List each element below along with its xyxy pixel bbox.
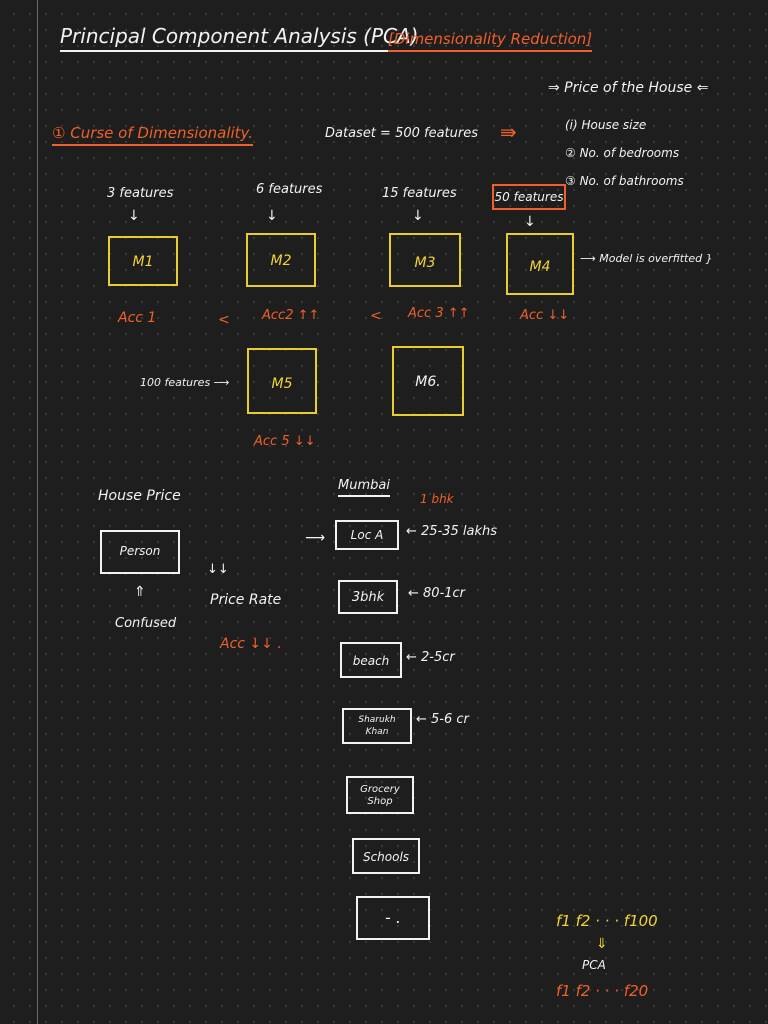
price-rate-label: Price Rate — [210, 592, 282, 608]
house-feature-item: (i) House size — [565, 118, 647, 132]
mumbai-item-price: ← 2-5cr — [406, 650, 455, 665]
model-name: M5 — [271, 376, 293, 392]
price-accuracy: Acc ↓↓ . — [220, 636, 282, 652]
model-box-m3: M3 — [389, 233, 461, 287]
down-arrow-icon: ↓ — [412, 208, 424, 224]
model-features-label: 100 features ⟶ — [140, 376, 230, 389]
model-box-m4: M4 — [506, 233, 574, 295]
model-name: M2 — [270, 253, 292, 269]
mumbai-item-price: ← 25-35 lakhs — [406, 524, 498, 539]
model-box-m2: M2 — [246, 233, 316, 287]
mumbai-item-box: Loc A — [335, 520, 399, 550]
model-accuracy: Acc2 ↑↑ — [262, 308, 320, 323]
model-features-label: 15 features — [382, 186, 457, 201]
model-features-label: 50 features — [494, 190, 564, 204]
model-accuracy: Acc 5 ↓↓ — [254, 434, 316, 449]
model-accuracy: Acc ↓↓ — [520, 308, 570, 323]
mumbai-item-price: ← 5-6 cr — [416, 712, 469, 727]
mumbai-item-label: Loc A — [350, 528, 384, 542]
margin-line — [37, 0, 38, 1024]
model-box-m1: M1 — [108, 236, 178, 286]
dataset-label: Dataset = 500 features — [325, 126, 479, 141]
confused-label: Confused — [115, 616, 177, 631]
up-arrow-icon: ⇑ — [134, 584, 146, 600]
mumbai-item-label: Grocery Shop — [360, 784, 400, 807]
pca-down-arrow-icon: ⇓ — [596, 936, 608, 952]
mumbai-item-box: Sharukh Khan — [342, 708, 412, 744]
model-name: M6. — [415, 374, 441, 390]
overfit-note: ⟶ Model is overfitted } — [580, 252, 713, 265]
pca-label: PCA — [582, 958, 606, 972]
model-features-label: 3 features — [107, 186, 174, 201]
bhk-tag: 1 bhk — [420, 492, 454, 506]
model-name: M4 — [529, 259, 551, 275]
house-price-label: House Price — [98, 488, 181, 504]
mumbai-item-label: - . — [385, 908, 401, 927]
mumbai-heading: Mumbai — [338, 478, 390, 497]
comparison-sign: < — [218, 312, 230, 328]
pca-before-features: f1 f2 · · · f100 — [556, 912, 658, 930]
house-feature-item: ② No. of bedrooms — [565, 146, 680, 160]
model-features-label: 6 features — [256, 182, 323, 197]
house-feature-item: ③ No. of bathrooms — [565, 174, 684, 188]
model-name: M3 — [414, 255, 436, 271]
model-accuracy: Acc 1 — [118, 310, 157, 326]
down-arrow-icon: ↓ — [128, 208, 140, 224]
mumbai-item-box: Schools — [352, 838, 420, 874]
mumbai-item-price: ← 80-1cr — [408, 586, 466, 601]
down-arrows-icon: ↓↓ — [207, 562, 229, 577]
comparison-sign: < — [370, 308, 382, 324]
person-label: Person — [119, 544, 161, 558]
person-box: Person — [100, 530, 180, 574]
model-accuracy: Acc 3 ↑↑ — [408, 306, 470, 321]
mumbai-item-label: beach — [352, 654, 390, 668]
mumbai-item-box: 3bhk — [338, 580, 398, 614]
highlight-box: 50 features — [492, 184, 566, 210]
pca-after-features: f1 f2 · · · f20 — [556, 982, 649, 1000]
page-title: Principal Component Analysis (PCA) — [60, 24, 419, 52]
mumbai-item-label: Sharukh Khan — [358, 715, 396, 737]
mumbai-item-box: Grocery Shop — [346, 776, 414, 814]
mumbai-item-label: Schools — [362, 850, 410, 864]
down-arrow-icon: ↓ — [524, 214, 536, 230]
model-box-m5: M5 — [247, 348, 317, 414]
mumbai-item-box: - . — [356, 896, 430, 940]
house-price-heading: ⇒ Price of the House ⇐ — [548, 80, 709, 96]
page-subtitle: [Dimensionality Reduction] — [388, 30, 593, 52]
down-arrow-icon: ↓ — [266, 208, 278, 224]
mumbai-item-label: 3bhk — [351, 590, 385, 605]
model-box-m6: M6. — [392, 346, 464, 416]
model-name: M1 — [132, 254, 154, 270]
mumbai-item-box: beach — [340, 642, 402, 678]
curse-of-dimensionality-heading: ① Curse of Dimensionality. — [52, 124, 254, 146]
right-arrow-icon: ⟶ — [305, 530, 326, 546]
implies-arrow-icon: ⇛ — [500, 120, 517, 144]
